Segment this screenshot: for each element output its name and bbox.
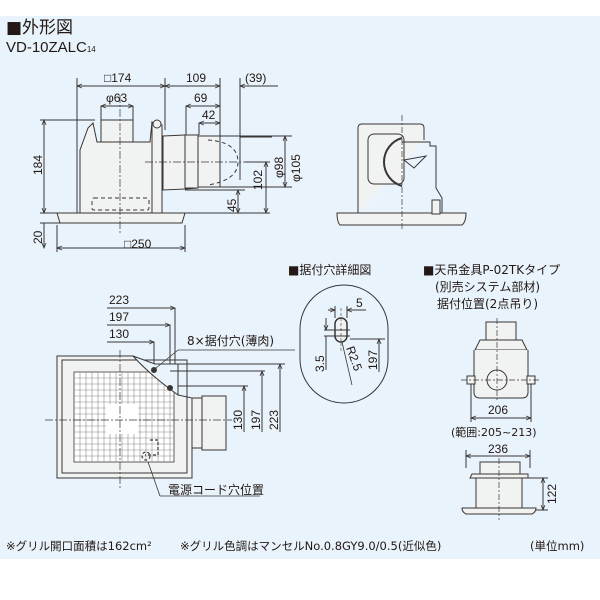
dim-39: (39) [245,71,266,85]
dim-250: □250 [124,237,152,251]
dim-45: 45 [225,198,239,212]
dim-5: 5 [356,296,363,310]
hole-detail [299,284,389,404]
dim-v223: 223 [267,410,281,430]
dim-109: 109 [186,71,206,85]
dim-20: 20 [31,230,45,244]
plan-view [45,308,295,497]
dim-h223: 223 [109,293,129,307]
dim-hole-197: 197 [366,350,380,370]
hanger-position: 据付位置(2点吊り) [437,297,538,311]
dim-r2-5: R2.5 [343,344,365,373]
dim-42: 42 [202,108,216,122]
note-grille-area: ※グリル開口面積は162cm² [6,539,152,553]
dim-phi63: φ63 [106,91,127,105]
note-unit: (単位mm) [530,539,585,553]
dim-184: 184 [31,155,45,175]
dim-v197: 197 [249,410,263,430]
dim-h130: 130 [109,327,129,341]
hole-detail-title: ■据付穴詳細図 [288,263,372,277]
power-cord-label: 電源コード穴位置 [168,483,265,497]
dim-3-5: 3.5 [313,355,327,372]
front-view [40,78,292,252]
mount-holes-label: 8×据付穴(薄肉) [187,334,275,348]
hanger-subtitle: (別売システム部材) [435,280,541,294]
model-number: VD-10ZALC14 [6,40,96,55]
dim-phi105: φ105 [289,154,303,182]
note-grille-color: ※グリル色調はマンセルNo.0.8GY9.0/0.5(近似色) [180,539,442,553]
dim-phi98: φ98 [272,157,286,178]
hanger-top-view [461,318,540,422]
dim-102: 102 [251,170,265,190]
side-view [336,115,467,230]
model-name: VD-10ZALC [6,39,87,56]
dim-h197: 197 [109,310,129,324]
dim-v130: 130 [231,410,245,430]
dim-122: 122 [545,484,559,504]
hanger-title: ■天吊金具P-02TKタイプ [423,263,561,277]
hanger-side-view [461,450,548,520]
dim-69: 69 [194,91,208,105]
model-suffix: 14 [86,45,96,54]
section-title-outline: ■外形図 [6,18,74,38]
hanger-range: (範囲:205~213) [451,426,537,439]
dim-236: 236 [488,442,508,456]
dim-width-174: □174 [104,71,132,85]
dim-206: 206 [488,403,508,417]
